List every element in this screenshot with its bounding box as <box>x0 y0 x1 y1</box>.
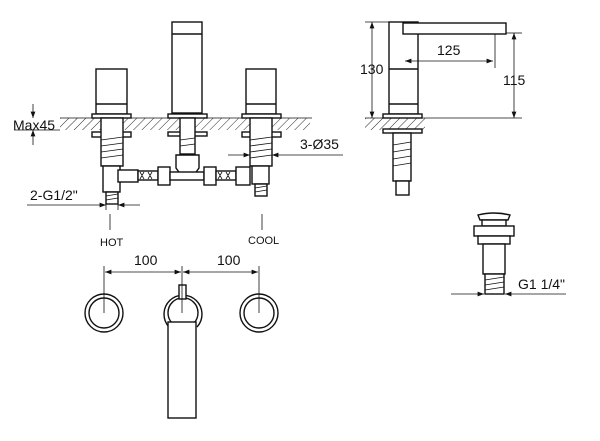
hot-handle <box>91 68 132 205</box>
side-view: 130 125 115 <box>360 21 526 196</box>
spacing-left-label: 100 <box>134 252 158 268</box>
top-view: 100 100 <box>84 252 279 419</box>
max-depth-label: Max45 <box>13 117 55 133</box>
pop-up-waste: G1 1/4" <box>451 212 566 297</box>
spout <box>167 21 208 176</box>
reach-label: 125 <box>437 42 461 58</box>
hot-label: HOT <box>100 237 124 249</box>
inlet-thread-label: 2-G1/2" <box>30 187 78 203</box>
hole-diameter-label: 3-Ø35 <box>300 136 339 152</box>
height-label: 130 <box>360 61 384 77</box>
cool-label: COOL <box>248 235 279 247</box>
front-view: Max45 3-Ø35 2-G1/2" HOT COOL <box>13 21 343 249</box>
connection-hoses <box>117 166 251 186</box>
cool-handle <box>241 68 282 197</box>
spacing-right-label: 100 <box>217 252 241 268</box>
spout-height-label: 115 <box>503 72 526 88</box>
waste-thread-label: G1 1/4" <box>518 276 565 292</box>
